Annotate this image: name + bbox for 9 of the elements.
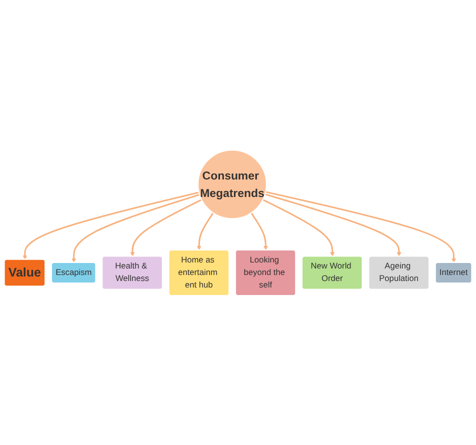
node-circle: Consumer Megatrends	[197, 149, 267, 219]
arrow	[130, 198, 202, 256]
arrow	[22, 191, 200, 260]
arrow	[262, 198, 335, 256]
arrow	[250, 212, 268, 250]
arrow	[265, 190, 456, 262]
arrow	[264, 193, 402, 256]
arrow	[72, 194, 200, 262]
arrow	[196, 212, 214, 250]
